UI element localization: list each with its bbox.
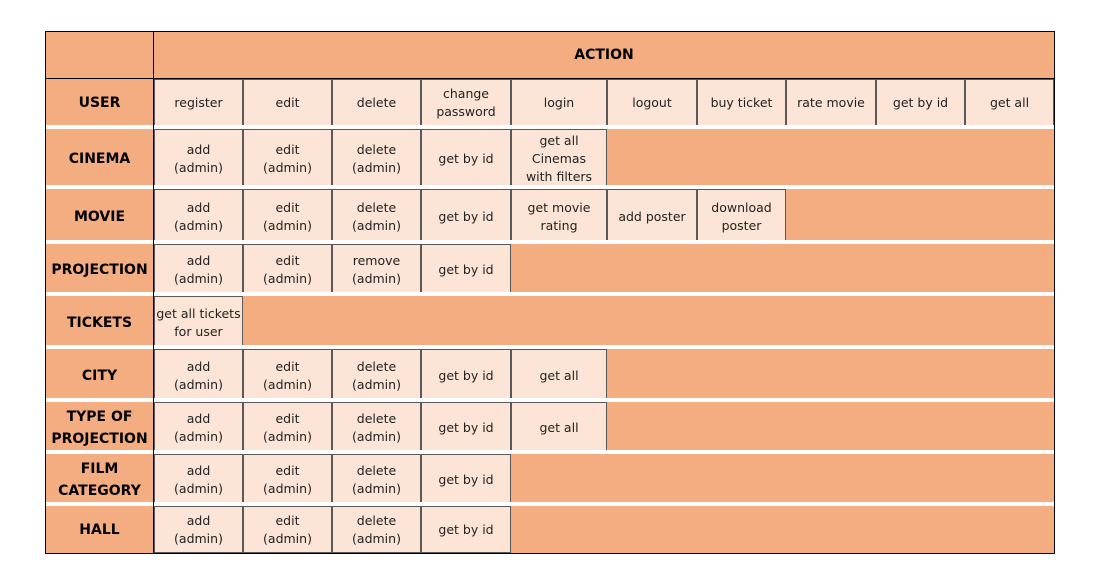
action-cell-user-logout: logout bbox=[607, 79, 697, 127]
action-cell-film-category-delete-admin: delete (admin) bbox=[332, 454, 421, 506]
row-separator bbox=[46, 398, 1054, 402]
row-divider bbox=[46, 78, 1054, 79]
action-cell-user-get-all: get all bbox=[965, 79, 1054, 127]
row-label-film-category: FILM CATEGORY bbox=[58, 461, 141, 499]
row-label-cinema: CINEMA bbox=[68, 151, 131, 167]
action-cell-hall-delete-admin: delete (admin) bbox=[332, 506, 421, 553]
action-cell-type-of-projection-get-all: get all bbox=[511, 402, 607, 454]
action-cell-hall-get-by-id: get by id bbox=[421, 506, 511, 553]
row-separator bbox=[46, 125, 1054, 129]
row-separator bbox=[46, 502, 1054, 506]
row-separator bbox=[46, 240, 1054, 244]
action-cell-movie-get-movie-rating: get movie rating bbox=[511, 189, 607, 244]
action-cell-movie-edit-admin: edit (admin) bbox=[243, 189, 332, 244]
table-corner bbox=[46, 32, 153, 78]
action-cell-user-rate-movie: rate movie bbox=[786, 79, 876, 127]
action-cell-film-category-add-admin: add (admin) bbox=[154, 454, 243, 506]
action-cell-user-edit: edit bbox=[243, 79, 332, 127]
action-cell-projection-remove-admin: remove (admin) bbox=[332, 244, 421, 296]
action-cell-city-edit-admin: edit (admin) bbox=[243, 349, 332, 402]
action-cell-city-get-all: get all bbox=[511, 349, 607, 402]
row-label-city: CITY bbox=[81, 367, 118, 384]
row-separator bbox=[46, 292, 1054, 296]
action-cell-cinema-get-all-cinemas-with-filters: get all Cinemas with filters bbox=[511, 129, 607, 189]
action-cell-user-change-password: change password bbox=[421, 79, 511, 127]
row-label-type-of-projection: TYPE OF PROJECTION bbox=[51, 409, 148, 447]
action-cell-projection-get-by-id: get by id bbox=[421, 244, 511, 296]
row-separator bbox=[46, 185, 1054, 189]
action-cell-type-of-projection-delete-admin: delete (admin) bbox=[332, 402, 421, 454]
row-separator bbox=[46, 345, 1054, 349]
action-cell-projection-edit-admin: edit (admin) bbox=[243, 244, 332, 296]
row-label-tickets: TICKETS bbox=[66, 314, 133, 331]
action-cell-film-category-get-by-id: get by id bbox=[421, 454, 511, 506]
action-cell-cinema-edit-admin: edit (admin) bbox=[243, 129, 332, 189]
action-cell-user-get-by-id: get by id bbox=[876, 79, 965, 127]
action-cell-type-of-projection-add-admin: add (admin) bbox=[154, 402, 243, 454]
row-separator bbox=[46, 450, 1054, 454]
action-cell-projection-add-admin: add (admin) bbox=[154, 244, 243, 296]
action-cell-movie-get-by-id: get by id bbox=[421, 189, 511, 244]
action-cell-movie-download-poster: download poster bbox=[697, 189, 786, 244]
action-cell-cinema-get-by-id: get by id bbox=[421, 129, 511, 189]
column-divider bbox=[153, 32, 154, 553]
action-cell-user-login: login bbox=[511, 79, 607, 127]
action-cell-hall-edit-admin: edit (admin) bbox=[243, 506, 332, 553]
action-header: ACTION bbox=[574, 47, 634, 63]
row-label-hall: HALL bbox=[79, 521, 120, 538]
action-cell-movie-add-admin: add (admin) bbox=[154, 189, 243, 244]
row-label-movie: MOVIE bbox=[73, 208, 126, 225]
action-cell-city-add-admin: add (admin) bbox=[154, 349, 243, 402]
action-cell-user-register: register bbox=[154, 79, 243, 127]
action-cell-cinema-add-admin: add (admin) bbox=[154, 129, 243, 189]
action-cell-movie-delete-admin: delete (admin) bbox=[332, 189, 421, 244]
action-cell-user-buy-ticket: buy ticket bbox=[697, 79, 786, 127]
row-label-user: USER bbox=[78, 95, 121, 111]
row-label-projection: PROJECTION bbox=[51, 262, 148, 278]
action-cell-city-get-by-id: get by id bbox=[421, 349, 511, 402]
action-cell-city-delete-admin: delete (admin) bbox=[332, 349, 421, 402]
action-cell-film-category-edit-admin: edit (admin) bbox=[243, 454, 332, 506]
action-cell-cinema-delete-admin: delete (admin) bbox=[332, 129, 421, 189]
action-cell-movie-add-poster: add poster bbox=[607, 189, 697, 244]
action-cell-type-of-projection-get-by-id: get by id bbox=[421, 402, 511, 454]
action-cell-user-delete: delete bbox=[332, 79, 421, 127]
action-cell-tickets-get-all-tickets-for-user: get all tickets for user bbox=[154, 296, 243, 349]
action-cell-type-of-projection-edit-admin: edit (admin) bbox=[243, 402, 332, 454]
action-cell-hall-add-admin: add (admin) bbox=[154, 506, 243, 553]
